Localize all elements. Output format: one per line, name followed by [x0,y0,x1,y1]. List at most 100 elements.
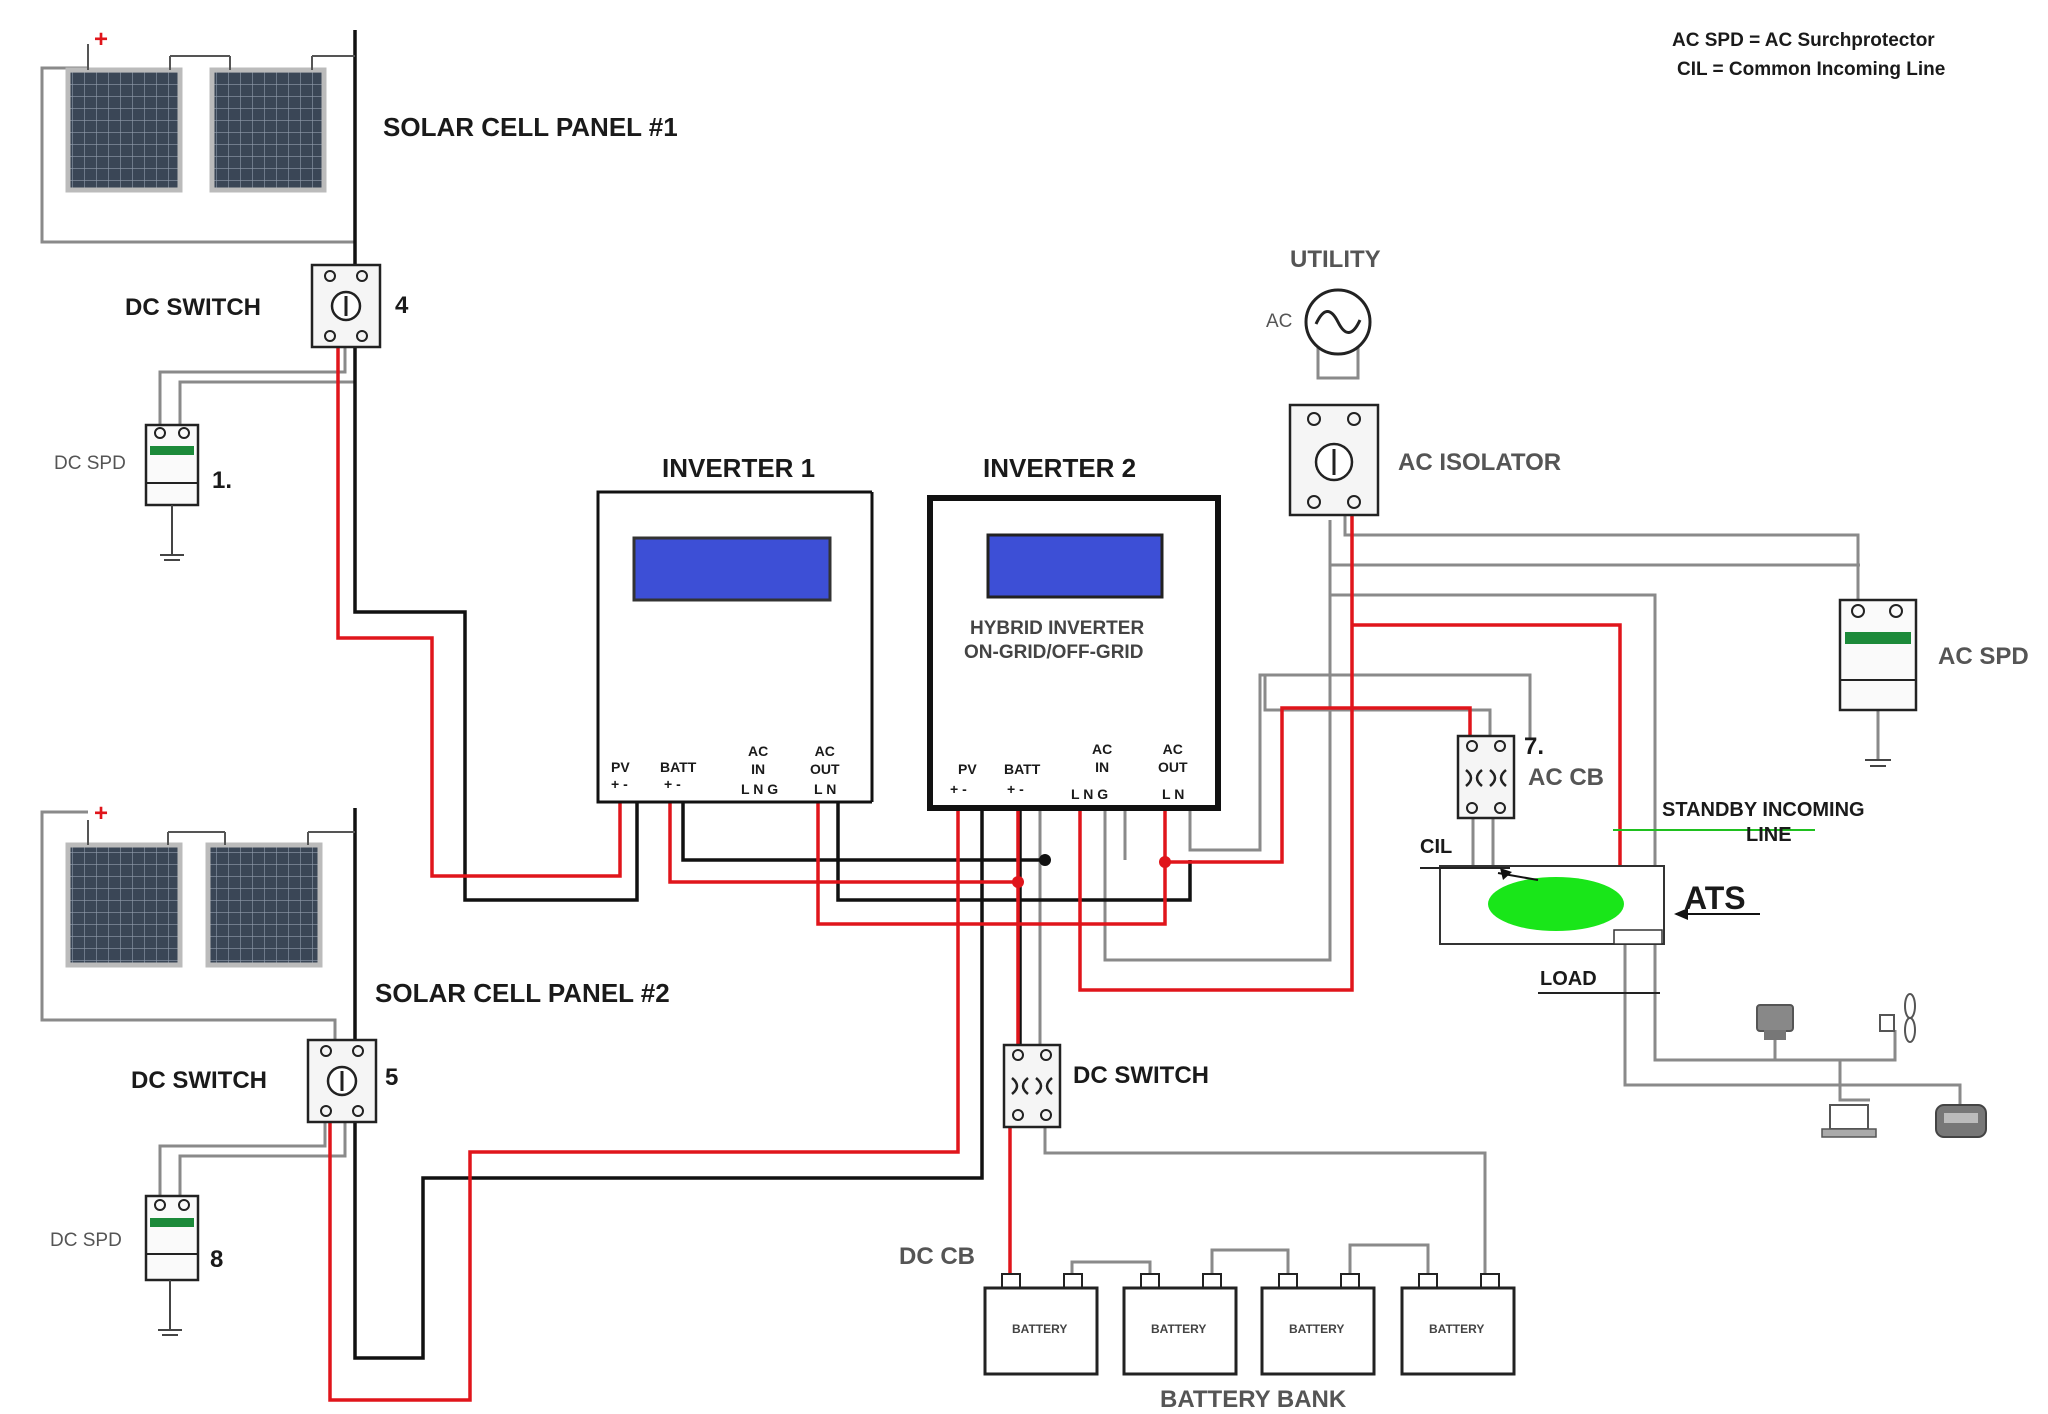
wire-load-branch [1775,1030,1897,1062]
inverter-1-title: INVERTER 1 [662,453,816,483]
ac-spd-label: AC SPD [1938,643,2029,670]
junction-red-batt [1012,876,1024,888]
dc-switch-1-label: DC SWITCH [125,294,261,321]
battery-3-label: BATTERY [1289,1322,1345,1336]
ac-isolator-label: AC ISOLATOR [1398,449,1562,476]
legend-line-1: AC SPD = AC Surchprotector [1672,30,1935,51]
inverter-1-acin-terminals: L N G [741,781,779,797]
wire-inv1-acout-n [836,802,1192,902]
wire-accb-n [1263,675,1492,740]
wire-utility-isolator [1316,345,1360,380]
wire-panel2-neg-down [353,810,984,1360]
ats-label: ATS [1684,880,1746,916]
dc-switch-1-symbol [310,263,382,349]
wire-panel1-pos [336,345,622,878]
wire-panel1-neg-down [353,345,639,902]
inverter-1-batt-polarity: + - [664,776,681,792]
dc-spd-2-number: 8 [210,1246,224,1273]
standby-line-label-1: STANDBY INCOMING [1662,799,1865,821]
utility-source-symbol [1304,288,1372,356]
wire-spd1-b [178,345,357,432]
wire-inv1-batt-neg [681,802,1045,862]
wire-inv1-acout-l [816,802,1167,926]
wire-isolator-ats [1352,623,1622,865]
junction-red-acout [1159,856,1171,868]
load-fan-icon [1879,993,1916,1043]
ac-isolator-symbol [1288,403,1380,517]
dc-switch-battery-label: DC SWITCH [1073,1062,1209,1089]
ac-cb-number: 7. [1524,733,1545,760]
battery-1-symbol [983,1273,1099,1376]
panel2-title: SOLAR CELL PANEL #2 [375,978,670,1008]
wire-inv2-acin-l [1078,510,1354,992]
panel1-title: SOLAR CELL PANEL #1 [383,112,678,142]
wire-inv1-batt-pos [668,802,1018,884]
inverter-1-pv-label: PV [611,759,630,775]
dc-spd-1-number: 1. [212,467,233,494]
inverter-1-box [596,490,874,804]
dc-switch-2-label: DC SWITCH [131,1067,267,1094]
wire-inv2-acout-n [1188,673,1532,852]
dc-spd-1-label: DC SPD [54,453,126,474]
dc-switch-2-number: 5 [385,1064,399,1091]
inverter-2-batt-label: BATT [1004,761,1041,777]
wire-spd1-a [158,345,347,432]
inverter-2-pv-label: PV [958,761,977,777]
ac-cb-label: AC CB [1528,764,1604,791]
inverter-1-acin-label: AC IN [748,743,769,777]
wire-ac-to-ats-n [1330,593,1657,865]
load-laptop-icon [1821,1104,1877,1138]
wire-isolator-acspd-1 [1343,510,1860,600]
solar-panel-1 [65,44,355,193]
wire-panel2-pos [328,810,960,1402]
inverter-2-acout-terminals: L N [1162,786,1185,802]
inverter-2-pv-polarity: + - [950,781,967,797]
legend-line-2: CIL = Common Incoming Line [1677,59,1946,80]
battery-4-symbol [1400,1273,1516,1376]
solar-panel-2 [65,820,355,968]
inverter-2-acout-label: AC OUT [1158,741,1188,775]
standby-line-label-2: LINE [1746,824,1792,846]
inverter-2-title: INVERTER 2 [983,453,1137,483]
inverter-2-acin-label: AC IN [1092,741,1113,775]
battery-2-label: BATTERY [1151,1322,1207,1336]
battery-1-label: BATTERY [1012,1322,1068,1336]
inverter-1-batt-label: BATT [660,759,697,775]
wire-batt-link-1 [1070,1260,1152,1275]
dc-switch-battery-symbol [1002,1043,1062,1129]
wire-spd2-b [178,1122,347,1196]
battery-bank-label: BATTERY BANK [1160,1386,1347,1413]
panel2-plus-sign: + [94,800,109,827]
dc-cb-label: DC CB [899,1243,975,1270]
dc-switch-1-number: 4 [395,292,409,319]
inverter-1-pv-polarity: + - [611,776,628,792]
cil-label: CIL [1420,836,1453,858]
wire-batt-link-3 [1348,1243,1430,1275]
wire-dcswitch-batt-out [1043,1125,1487,1275]
load-lamp-icon [1756,1004,1794,1040]
inverter-1-acout-terminals: L N [814,781,837,797]
ats-indicator [1488,877,1624,931]
wire-batt-link-2 [1210,1248,1290,1275]
inverter-1-acout-label: AC OUT [810,743,840,777]
inverter-2-body-line-2: ON-GRID/OFF-GRID [964,642,1144,663]
panel1-plus-sign: + [94,26,109,53]
battery-4-label: BATTERY [1429,1322,1485,1336]
utility-ac-label: AC [1266,311,1293,332]
wire-inv2-acin-n [1103,520,1332,962]
dc-spd-2-symbol [144,1194,200,1336]
junction-black [1039,854,1051,866]
battery-3-symbol [1260,1273,1376,1376]
wire-load-branch-2 [1838,1060,1870,1102]
wire-inv2-acout-l [1163,706,1472,864]
wire-panel2-return [40,810,337,1040]
load-appliance-icon [1935,1104,1987,1138]
load-label: LOAD [1540,968,1597,990]
dc-switch-2-symbol [306,1038,378,1124]
inverter-2-batt-polarity: + - [1007,781,1024,797]
dc-spd-2-label: DC SPD [50,1230,122,1251]
inverter-2-acin-terminals: L N G [1071,786,1109,802]
battery-2-symbol [1122,1273,1238,1376]
wire-ats-load-2 [1653,945,1777,1062]
